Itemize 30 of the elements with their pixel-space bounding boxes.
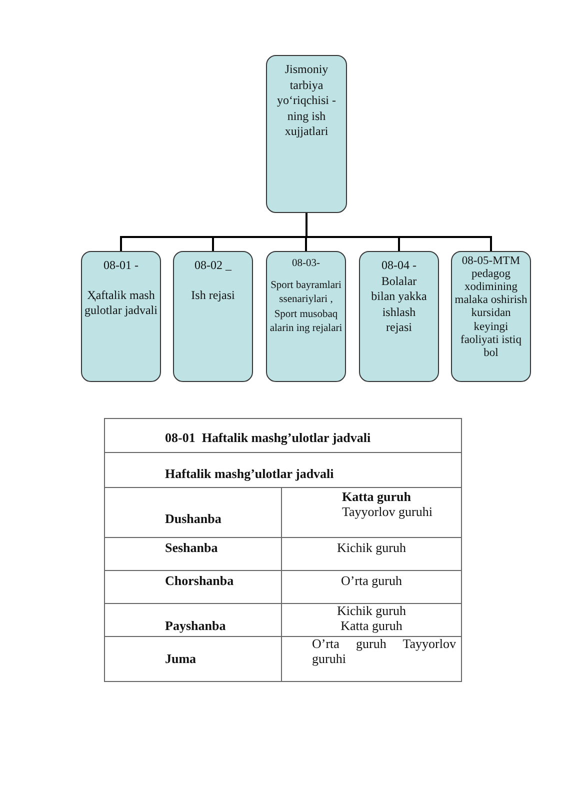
table-title: 08-01 Haftalik mashg’ulotlar jadvali — [165, 431, 372, 446]
root-box — [266, 55, 347, 213]
box-label: 08-05-MTM pedagog xodimining malaka oshirish kursidan keyingi faoliyati istiq bol — [454, 255, 528, 360]
document-box — [359, 251, 439, 382]
day-name: Chorshanba — [165, 574, 235, 589]
box-code: 08-01 - — [104, 258, 138, 274]
box-code: 08-03- — [292, 257, 320, 271]
box-code: 08-02 _ — [194, 258, 232, 274]
table-subtitle: Haftalik mashg’ulotlar jadvali — [165, 467, 335, 482]
group-name: Katta guruh — [340, 618, 402, 634]
document-box — [173, 251, 253, 382]
group-name: O’rta guruh Tayyorlov guruhi — [312, 637, 456, 667]
document-box — [266, 251, 346, 382]
day-name: Juma — [165, 652, 198, 666]
document-box — [81, 251, 161, 382]
day-name: Payshanba — [165, 619, 227, 634]
group-name: Kichik guruh — [336, 541, 407, 556]
day-name: Dushanba — [165, 512, 222, 527]
group-name: Kichik guruh — [336, 604, 407, 619]
box-label: Sport bayramlari ssenariylari , Sport musobaq alarin ing rejalari — [269, 279, 343, 336]
box-label: Ish rejasi — [191, 288, 235, 304]
group-name: Tayyorlov guruhi — [342, 504, 434, 520]
box-label: Ҳaftalik mash gulotlar jadvali — [84, 288, 158, 319]
box-label: Bolalar bilan yakka ishlash rejasi — [370, 274, 428, 336]
document-box — [451, 251, 531, 382]
box-code: 08-04 - — [382, 258, 416, 274]
group-name: Katta guruh — [342, 490, 412, 505]
box-label: Jismoniy tarbiya yo‘riqchisi - ning ish xujjatlari — [276, 62, 337, 140]
day-name: Seshanba — [165, 541, 219, 556]
group-name: O’rta guruh — [340, 574, 404, 589]
